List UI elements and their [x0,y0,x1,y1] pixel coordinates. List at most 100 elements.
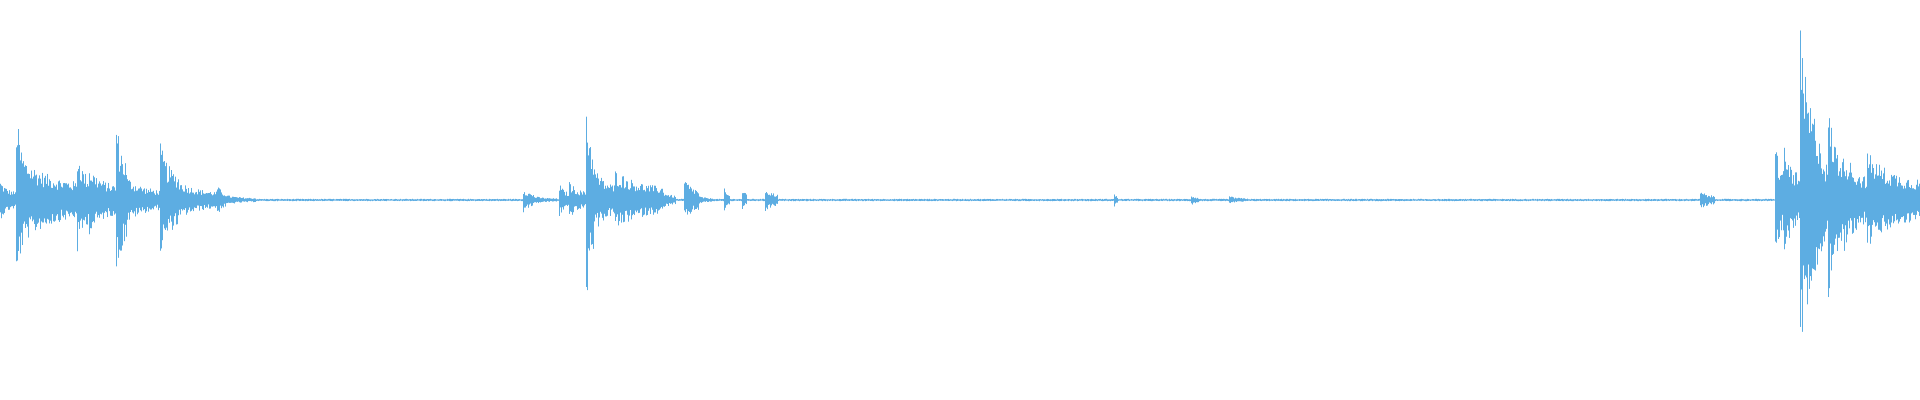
waveform-sample-bar [1255,199,1256,202]
waveform-sample-bar [114,187,115,215]
waveform-sample-bar [47,173,48,219]
waveform-sample-bar [1190,199,1191,202]
waveform-sample-bar [1464,199,1465,202]
waveform-sample-bar [1207,199,1208,202]
waveform-sample-bar [402,199,403,202]
waveform-sample-bar [1486,199,1487,202]
waveform-sample-bar [557,199,558,201]
waveform-sample-bar [545,198,546,202]
waveform-sample-bar [139,188,140,208]
waveform-sample-bar [1152,198,1153,202]
waveform-sample-bar [1280,199,1281,202]
waveform-sample-bar [452,198,453,202]
waveform-sample-bar [492,199,493,201]
waveform-sample-bar [19,144,20,237]
waveform-sample-bar [963,199,964,201]
waveform-sample-bar [197,194,198,206]
waveform-sample-bar [1009,198,1010,201]
waveform-sample-bar [1222,198,1223,201]
waveform-sample-bar [746,194,747,205]
waveform-sample-bar [1870,155,1871,244]
waveform-sample-bar [976,199,977,201]
waveform-sample-bar [1888,183,1889,220]
waveform-sample-bar [784,199,785,202]
waveform-sample-bar [1519,199,1520,202]
waveform-sample-bar [961,199,962,201]
waveform-sample-bar [868,198,869,201]
waveform-sample-bar [972,199,973,201]
waveform-sample-bar [1424,199,1425,201]
waveform-sample-bar [686,182,687,210]
waveform-sample-bar [1530,199,1531,201]
waveform-sample-bar [905,199,906,201]
waveform-sample-bar [985,199,986,201]
waveform-sample-bar [494,199,495,202]
waveform-sample-bar [217,189,218,211]
waveform-sample-bar [1212,198,1213,201]
waveform-sample-bar [701,197,702,203]
waveform-sample-bar [69,187,70,217]
waveform-sample-bar [490,199,491,201]
waveform-sample-bar [14,194,15,207]
waveform-sample-bar [947,199,948,201]
waveform-sample-bar [1593,199,1594,201]
waveform-sample-bar [1256,198,1257,202]
waveform-sample-bar [527,195,528,205]
waveform-sample-bar [962,198,963,201]
waveform-sample-bar [1341,199,1342,202]
waveform-sample-bar [237,197,238,202]
waveform-sample-bar [1682,199,1683,201]
waveform-sample-bar [193,192,194,212]
waveform-sample-bar [1568,199,1569,202]
waveform-sample-bar [1910,187,1911,221]
waveform-sample-bar [1129,199,1130,202]
waveform-sample-bar [133,186,134,214]
waveform-sample-bar [388,199,389,201]
waveform-sample-bar [1269,198,1270,202]
waveform-sample-bar [1073,199,1074,202]
waveform-sample-bar [1353,199,1354,202]
waveform-sample-bar [1524,199,1525,201]
waveform-sample-bar [1011,198,1012,201]
waveform-sample-bar [698,193,699,210]
waveform-sample-bar [1163,198,1164,201]
waveform-sample-bar [245,198,246,202]
waveform-sample-bar [1673,199,1674,201]
waveform-sample-bar [4,187,5,213]
waveform-sample-bar [1648,198,1649,202]
waveform-sample-bar [77,171,78,252]
waveform-sample-bar [1841,177,1842,241]
waveform-sample-bar [578,194,579,209]
waveform-sample-bar [1226,198,1227,201]
waveform-sample-bar [1830,146,1831,244]
waveform-sample-bar [1881,170,1882,233]
waveform-sample-bar [792,198,793,201]
waveform-sample-bar [542,197,543,202]
waveform-sample-bar [1384,199,1385,201]
waveform-sample-bar [1431,199,1432,202]
waveform-sample-bar [763,198,764,202]
waveform-sample-bar [268,199,269,202]
waveform-sample-bar [254,198,255,203]
waveform-sample-bar [704,197,705,202]
waveform-sample-bar [1203,199,1204,201]
waveform-sample-bar [95,184,96,214]
waveform-sample-bar [1918,186,1919,212]
waveform-sample-bar [1657,199,1658,202]
waveform-sample-bar [327,199,328,201]
waveform-sample-bar [412,198,413,201]
waveform-sample-bar [780,199,781,201]
waveform-sample-bar [1173,199,1174,202]
waveform-sample-bar [841,199,842,201]
waveform-sample-bar [357,199,358,202]
waveform-sample-bar [1660,199,1661,201]
waveform-sample-bar [724,188,725,211]
waveform-sample-bar [1180,199,1181,202]
waveform-sample-bar [747,199,748,201]
waveform-sample-bar [1916,184,1917,215]
waveform-sample-bar [333,198,334,201]
waveform-sample-bar [1477,199,1478,202]
waveform-sample-bar [1429,199,1430,201]
